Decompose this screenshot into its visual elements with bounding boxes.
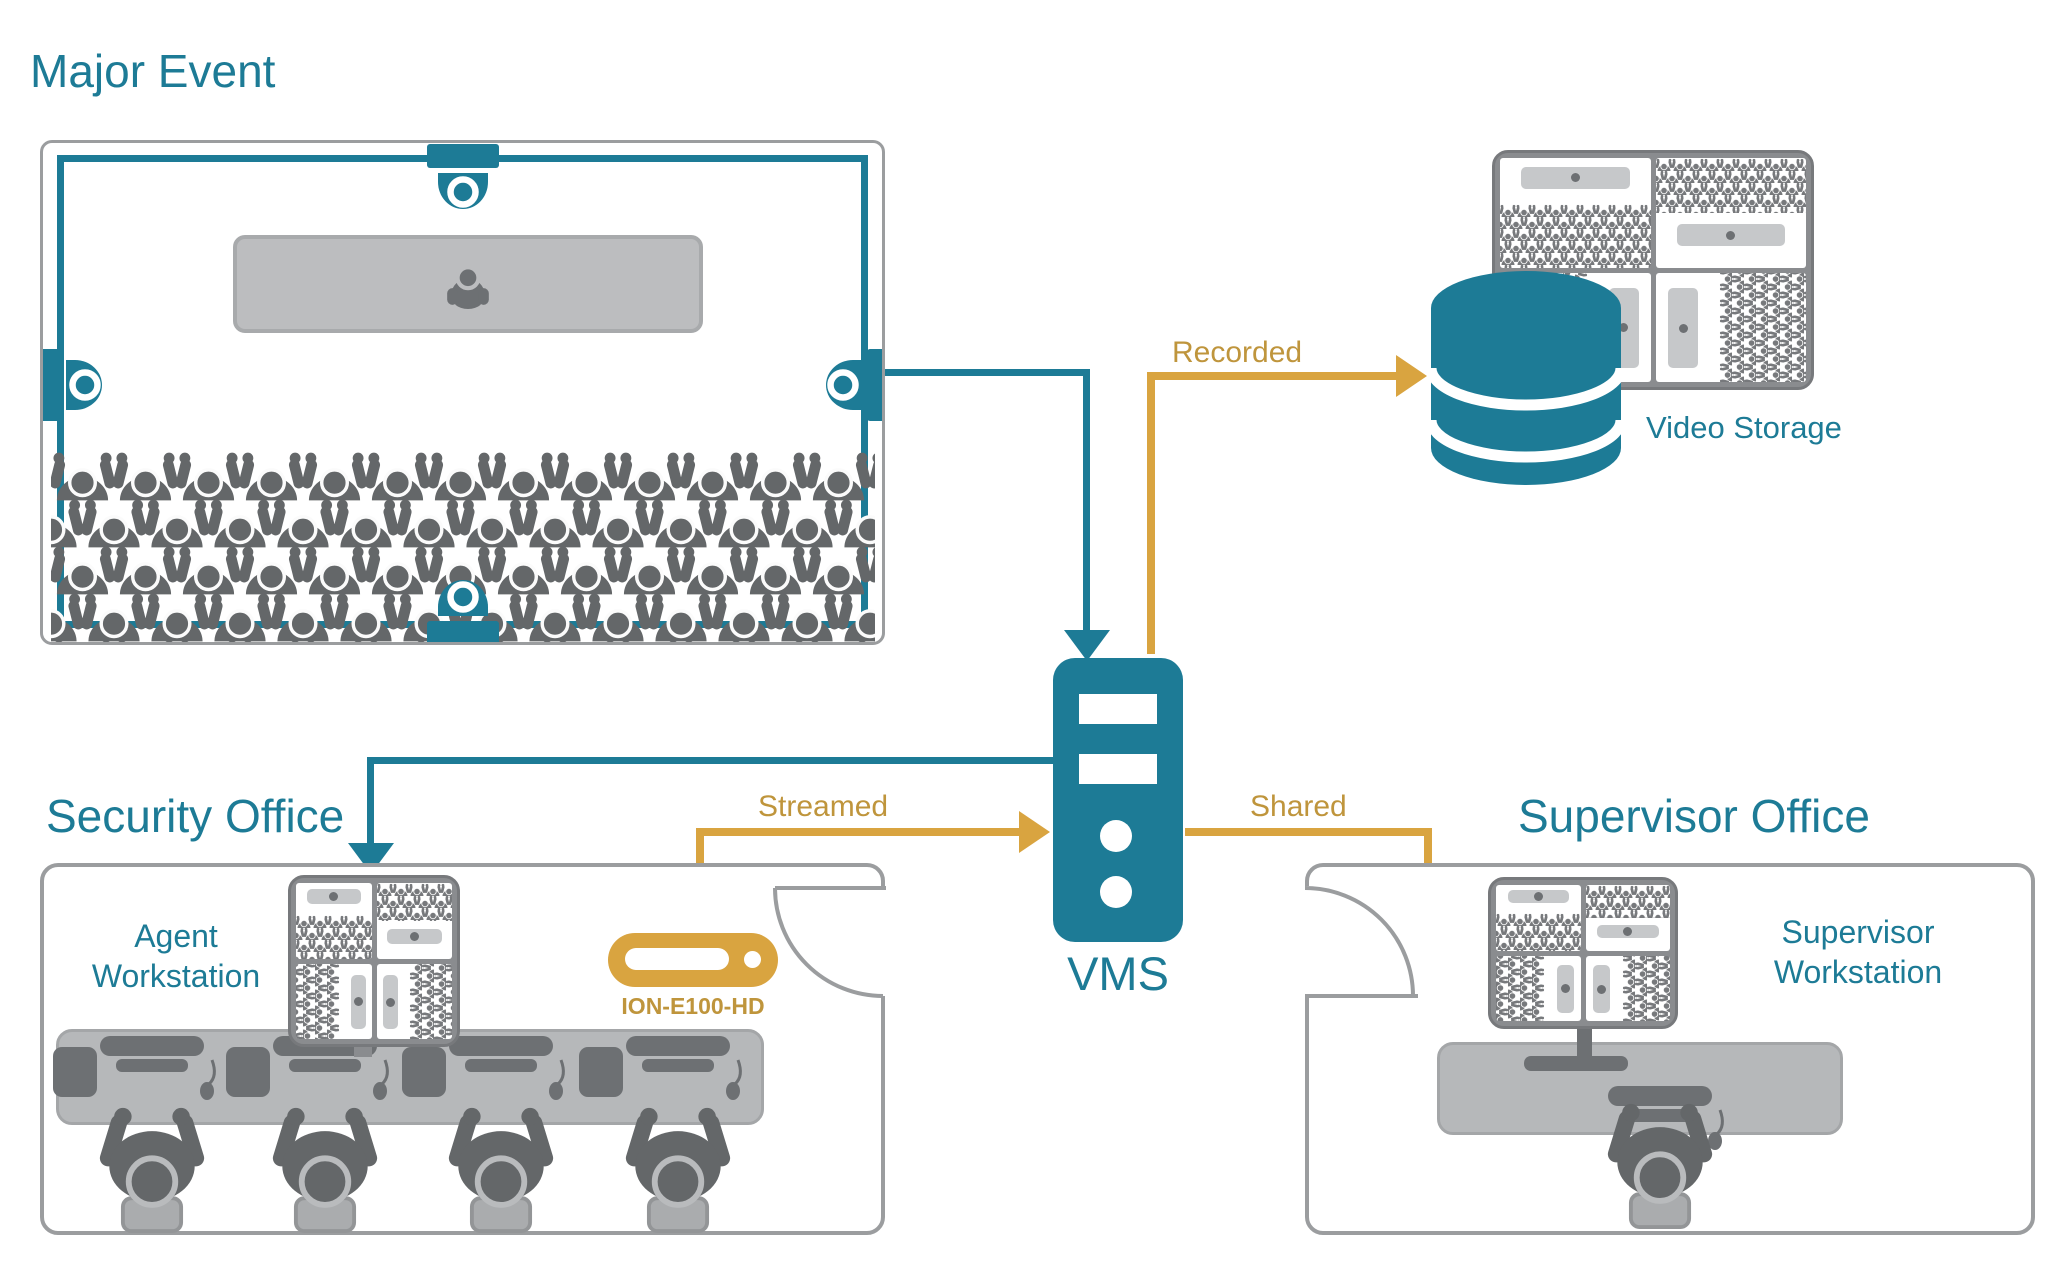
major-event-venue (40, 140, 885, 645)
mini-crowd-view (1500, 204, 1651, 268)
vms-server-icon (1053, 658, 1183, 942)
mouse-icon (722, 1056, 752, 1100)
monitor-quadrant (1496, 955, 1581, 1021)
mini-crowd-view (1496, 913, 1581, 951)
keyboard (1608, 1086, 1712, 1106)
keyboard-tray (642, 1059, 714, 1072)
supervisor-office-title: Supervisor Office (1518, 790, 1870, 842)
monitor-quadrant (1655, 158, 1806, 268)
tablet-device (579, 1047, 623, 1097)
mouse-icon (196, 1056, 226, 1100)
monitor-quadrant (1496, 885, 1581, 951)
monitor-quadrant (376, 883, 452, 959)
flow-line-event-to-vms (885, 369, 1090, 376)
keyboard-tray (116, 1059, 188, 1072)
mouse-icon (369, 1056, 399, 1100)
mouse-icon (545, 1056, 575, 1100)
flow-line-recorded (1147, 372, 1155, 654)
streamed-label: Streamed (758, 790, 889, 823)
seated-person-icon (266, 1104, 384, 1235)
mini-stage-view (1597, 924, 1659, 938)
recorded-label: Recorded (1172, 336, 1303, 369)
database-icon (1428, 271, 1624, 485)
arrow-right-icon (1396, 355, 1427, 397)
mini-crowd-view (408, 963, 452, 1039)
keyboard (449, 1036, 553, 1056)
dome-camera-top-icon (413, 142, 513, 234)
mini-stage-view (1507, 890, 1570, 904)
seated-person-icon (619, 1104, 737, 1235)
flow-line-event-to-vms (1083, 369, 1090, 635)
dome-camera-bottom-icon (413, 555, 513, 645)
keyboard-tray (465, 1059, 537, 1072)
tablet-device (226, 1047, 270, 1097)
monitor-quadrant (376, 963, 452, 1039)
mini-stage-view (1667, 287, 1698, 368)
keyboard (626, 1036, 730, 1056)
monitor-stand (354, 1047, 372, 1057)
video-storage-label: Video Storage (1646, 410, 1842, 445)
supervisor-monitor (1488, 877, 1678, 1029)
mini-stage-view (350, 974, 366, 1029)
monitor-quadrant (1585, 955, 1670, 1021)
tablet-device (53, 1047, 97, 1097)
mini-crowd-view (1585, 885, 1670, 918)
agent-workstation-label: Agent Workstation (91, 918, 261, 994)
mini-crowd-view (296, 963, 340, 1039)
mini-stage-view (382, 974, 398, 1029)
arrow-right-icon (1019, 811, 1050, 853)
mini-crowd-view (1496, 955, 1545, 1021)
flow-line-recorded (1147, 372, 1397, 380)
vms-label: VMS (1067, 947, 1169, 1000)
mini-stage-view (1557, 964, 1575, 1013)
flow-line-streamed (696, 828, 1022, 836)
seated-person-icon (93, 1104, 211, 1235)
flow-line-shared (1185, 828, 1432, 836)
monitor-base (1524, 1056, 1628, 1071)
monitor-quadrant (296, 883, 372, 959)
monitor-quadrant (296, 963, 372, 1039)
mini-stage-view (387, 928, 442, 944)
monitor-stand (1577, 1029, 1592, 1061)
mini-crowd-view (376, 883, 452, 921)
dome-camera-left-icon (40, 335, 127, 435)
mini-crowd-view (296, 915, 372, 959)
shared-label: Shared (1250, 790, 1347, 823)
monitor-quadrant (1655, 272, 1806, 382)
mini-crowd-view (1719, 272, 1806, 382)
keyboard-tray (1624, 1109, 1696, 1122)
event-stage (233, 235, 703, 333)
dome-camera-right-icon (801, 335, 885, 435)
ion-encoder-label: ION-E100-HD (621, 993, 765, 1019)
flow-line-vms-to-agent (367, 757, 374, 845)
seated-person-icon (1601, 1100, 1719, 1231)
mini-stage-view (306, 889, 362, 905)
performer-icon (445, 259, 491, 309)
keyboard (100, 1036, 204, 1056)
mini-crowd-view (1621, 955, 1670, 1021)
supervisor-workstation-label: Supervisor Workstation (1773, 914, 1943, 990)
mini-crowd-view (1655, 158, 1806, 213)
arrow-down-icon (1064, 630, 1110, 661)
agent-monitor (288, 875, 460, 1047)
major-event-title: Major Event (30, 45, 276, 97)
mini-stage-view (1676, 224, 1786, 246)
keyboard-tray (289, 1059, 361, 1072)
flow-line-vms-to-agent (370, 757, 1053, 764)
security-office-title: Security Office (46, 790, 345, 842)
tablet-device (402, 1047, 446, 1097)
mini-stage-view (1521, 166, 1630, 189)
monitor-quadrant (1585, 885, 1670, 951)
ion-encoder-device (608, 933, 778, 987)
seated-person-icon (442, 1104, 560, 1235)
monitor-quadrant (1500, 158, 1651, 268)
mini-stage-view (1592, 964, 1610, 1013)
